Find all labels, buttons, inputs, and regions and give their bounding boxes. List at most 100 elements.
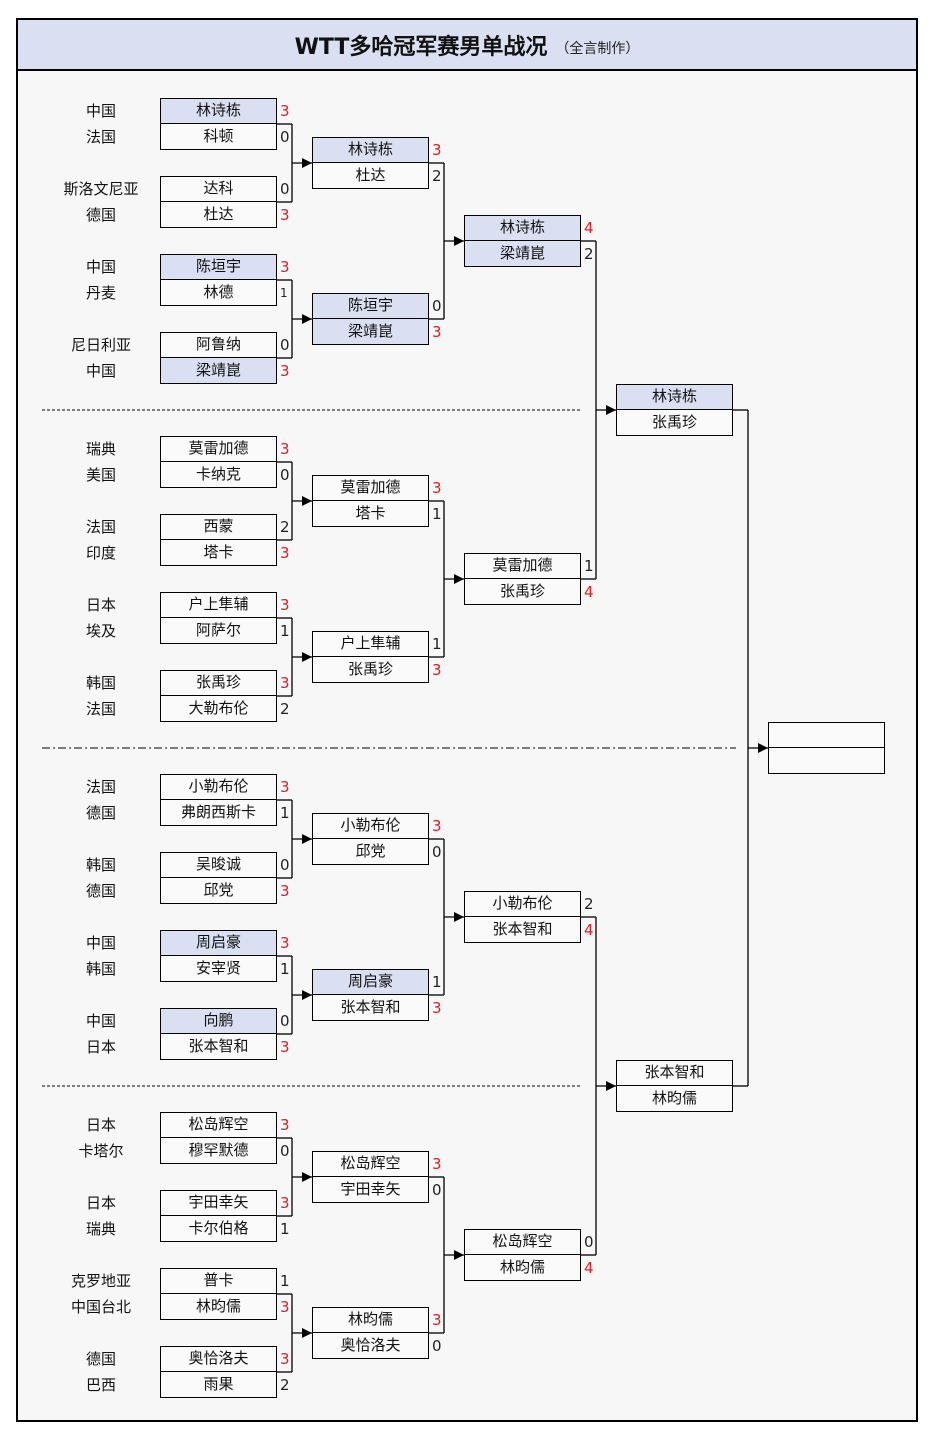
player-slot[interactable]: 卡尔伯格 xyxy=(160,1216,277,1242)
player-slot[interactable]: 达科 xyxy=(160,176,277,202)
player-slot[interactable]: 普卡 xyxy=(160,1268,277,1294)
player-slot[interactable]: 张本智和 xyxy=(464,917,581,943)
header: WTT多哈冠军赛男单战况 （全言制作） xyxy=(16,18,918,71)
player-slot[interactable]: 林诗栋 xyxy=(160,98,277,124)
player-slot[interactable]: 林诗栋 xyxy=(616,384,733,410)
player-slot[interactable]: 张禹珍 xyxy=(160,670,277,696)
player-score: 0 xyxy=(280,128,290,146)
player-slot[interactable] xyxy=(768,722,885,748)
player-score: 3 xyxy=(280,1038,290,1056)
player-slot[interactable]: 林昀儒 xyxy=(616,1086,733,1112)
player-slot[interactable] xyxy=(768,748,885,774)
player-slot[interactable]: 塔卡 xyxy=(160,540,277,566)
player-slot[interactable]: 小勒布伦 xyxy=(312,813,429,839)
player-score: 3 xyxy=(280,934,290,952)
credit-note: （全言制作） xyxy=(555,40,640,57)
player-slot[interactable]: 张本智和 xyxy=(312,995,429,1021)
player-score: 4 xyxy=(584,219,594,237)
player-slot[interactable]: 科顿 xyxy=(160,124,277,150)
player-country: 德国 xyxy=(85,882,116,900)
player-slot[interactable]: 穆罕默德 xyxy=(160,1138,277,1164)
player-score: 2 xyxy=(280,518,290,536)
player-slot[interactable]: 松岛辉空 xyxy=(464,1229,581,1255)
player-score: 1 xyxy=(432,635,442,653)
player-slot[interactable]: 雨果 xyxy=(160,1372,277,1398)
player-slot[interactable]: 松岛辉空 xyxy=(312,1151,429,1177)
player-slot[interactable]: 小勒布伦 xyxy=(464,891,581,917)
player-slot[interactable]: 邱党 xyxy=(312,839,429,865)
player-slot[interactable]: 杜达 xyxy=(160,202,277,228)
player-slot[interactable]: 周启豪 xyxy=(312,969,429,995)
player-slot[interactable]: 陈垣宇 xyxy=(160,254,277,280)
player-slot[interactable]: 林德 xyxy=(160,280,277,306)
player-score: 1 xyxy=(280,804,290,822)
player-slot[interactable]: 陈垣宇 xyxy=(312,293,429,319)
player-score: 3 xyxy=(432,323,442,341)
player-slot[interactable]: 莫雷加德 xyxy=(464,553,581,579)
player-country: 日本 xyxy=(85,1116,116,1134)
player-slot[interactable]: 张禹珍 xyxy=(312,657,429,683)
player-score: 2 xyxy=(280,1376,290,1394)
player-slot[interactable]: 宇田幸矢 xyxy=(160,1190,277,1216)
player-score: 3 xyxy=(280,1350,290,1368)
player-slot[interactable]: 张禹珍 xyxy=(464,579,581,605)
player-slot[interactable]: 梁靖崑 xyxy=(160,358,277,384)
player-country: 韩国 xyxy=(85,674,116,692)
player-slot[interactable]: 阿萨尔 xyxy=(160,618,277,644)
player-slot[interactable]: 松岛辉空 xyxy=(160,1112,277,1138)
player-country: 美国 xyxy=(85,466,116,484)
player-country: 法国 xyxy=(85,700,116,718)
player-slot[interactable]: 阿鲁纳 xyxy=(160,332,277,358)
player-slot[interactable]: 邱党 xyxy=(160,878,277,904)
player-score: 3 xyxy=(432,999,442,1017)
player-slot[interactable]: 莫雷加德 xyxy=(312,475,429,501)
player-slot[interactable]: 安宰贤 xyxy=(160,956,277,982)
player-score: 4 xyxy=(584,583,594,601)
player-slot[interactable]: 向鹏 xyxy=(160,1008,277,1034)
player-country: 丹麦 xyxy=(85,284,116,302)
player-slot[interactable]: 梁靖崑 xyxy=(464,241,581,267)
player-score: 3 xyxy=(432,817,442,835)
player-score: 2 xyxy=(432,167,442,185)
player-score: 2 xyxy=(584,245,594,263)
player-slot[interactable]: 林诗栋 xyxy=(464,215,581,241)
player-slot[interactable]: 塔卡 xyxy=(312,501,429,527)
player-slot[interactable]: 弗朗西斯卡 xyxy=(160,800,277,826)
player-score: 0 xyxy=(280,856,290,874)
player-slot[interactable]: 吴晙诚 xyxy=(160,852,277,878)
player-score: 1 xyxy=(280,960,290,978)
player-slot[interactable]: 大勒布伦 xyxy=(160,696,277,722)
player-slot[interactable]: 张本智和 xyxy=(616,1060,733,1086)
player-slot[interactable]: 杜达 xyxy=(312,163,429,189)
player-country: 韩国 xyxy=(85,960,116,978)
player-slot[interactable]: 林昀儒 xyxy=(312,1307,429,1333)
player-country: 巴西 xyxy=(85,1376,116,1394)
player-slot[interactable]: 奥恰洛夫 xyxy=(312,1333,429,1359)
player-slot[interactable]: 小勒布伦 xyxy=(160,774,277,800)
player-country: 中国台北 xyxy=(70,1298,131,1316)
player-score: 3 xyxy=(280,1116,290,1134)
player-slot[interactable]: 莫雷加德 xyxy=(160,436,277,462)
player-slot[interactable]: 户上隼辅 xyxy=(312,631,429,657)
player-country: 德国 xyxy=(85,1350,116,1368)
player-slot[interactable]: 户上隼辅 xyxy=(160,592,277,618)
player-slot[interactable]: 张禹珍 xyxy=(616,410,733,436)
player-slot[interactable]: 西蒙 xyxy=(160,514,277,540)
player-slot[interactable]: 宇田幸矢 xyxy=(312,1177,429,1203)
player-slot[interactable]: 林昀儒 xyxy=(160,1294,277,1320)
player-slot[interactable]: 张本智和 xyxy=(160,1034,277,1060)
player-slot[interactable]: 卡纳克 xyxy=(160,462,277,488)
player-slot[interactable]: 梁靖崑 xyxy=(312,319,429,345)
player-score: 3 xyxy=(280,544,290,562)
player-score: 3 xyxy=(280,778,290,796)
player-score xyxy=(736,410,750,436)
player-slot[interactable]: 奥恰洛夫 xyxy=(160,1346,277,1372)
player-slot[interactable]: 林昀儒 xyxy=(464,1255,581,1281)
player-slot[interactable]: 林诗栋 xyxy=(312,137,429,163)
player-score: 0 xyxy=(432,297,442,315)
player-country: 中国 xyxy=(85,362,116,380)
player-score: 3 xyxy=(280,1298,290,1316)
player-score: 1 xyxy=(280,1272,290,1290)
player-score: 1 xyxy=(432,505,442,523)
player-slot[interactable]: 周启豪 xyxy=(160,930,277,956)
